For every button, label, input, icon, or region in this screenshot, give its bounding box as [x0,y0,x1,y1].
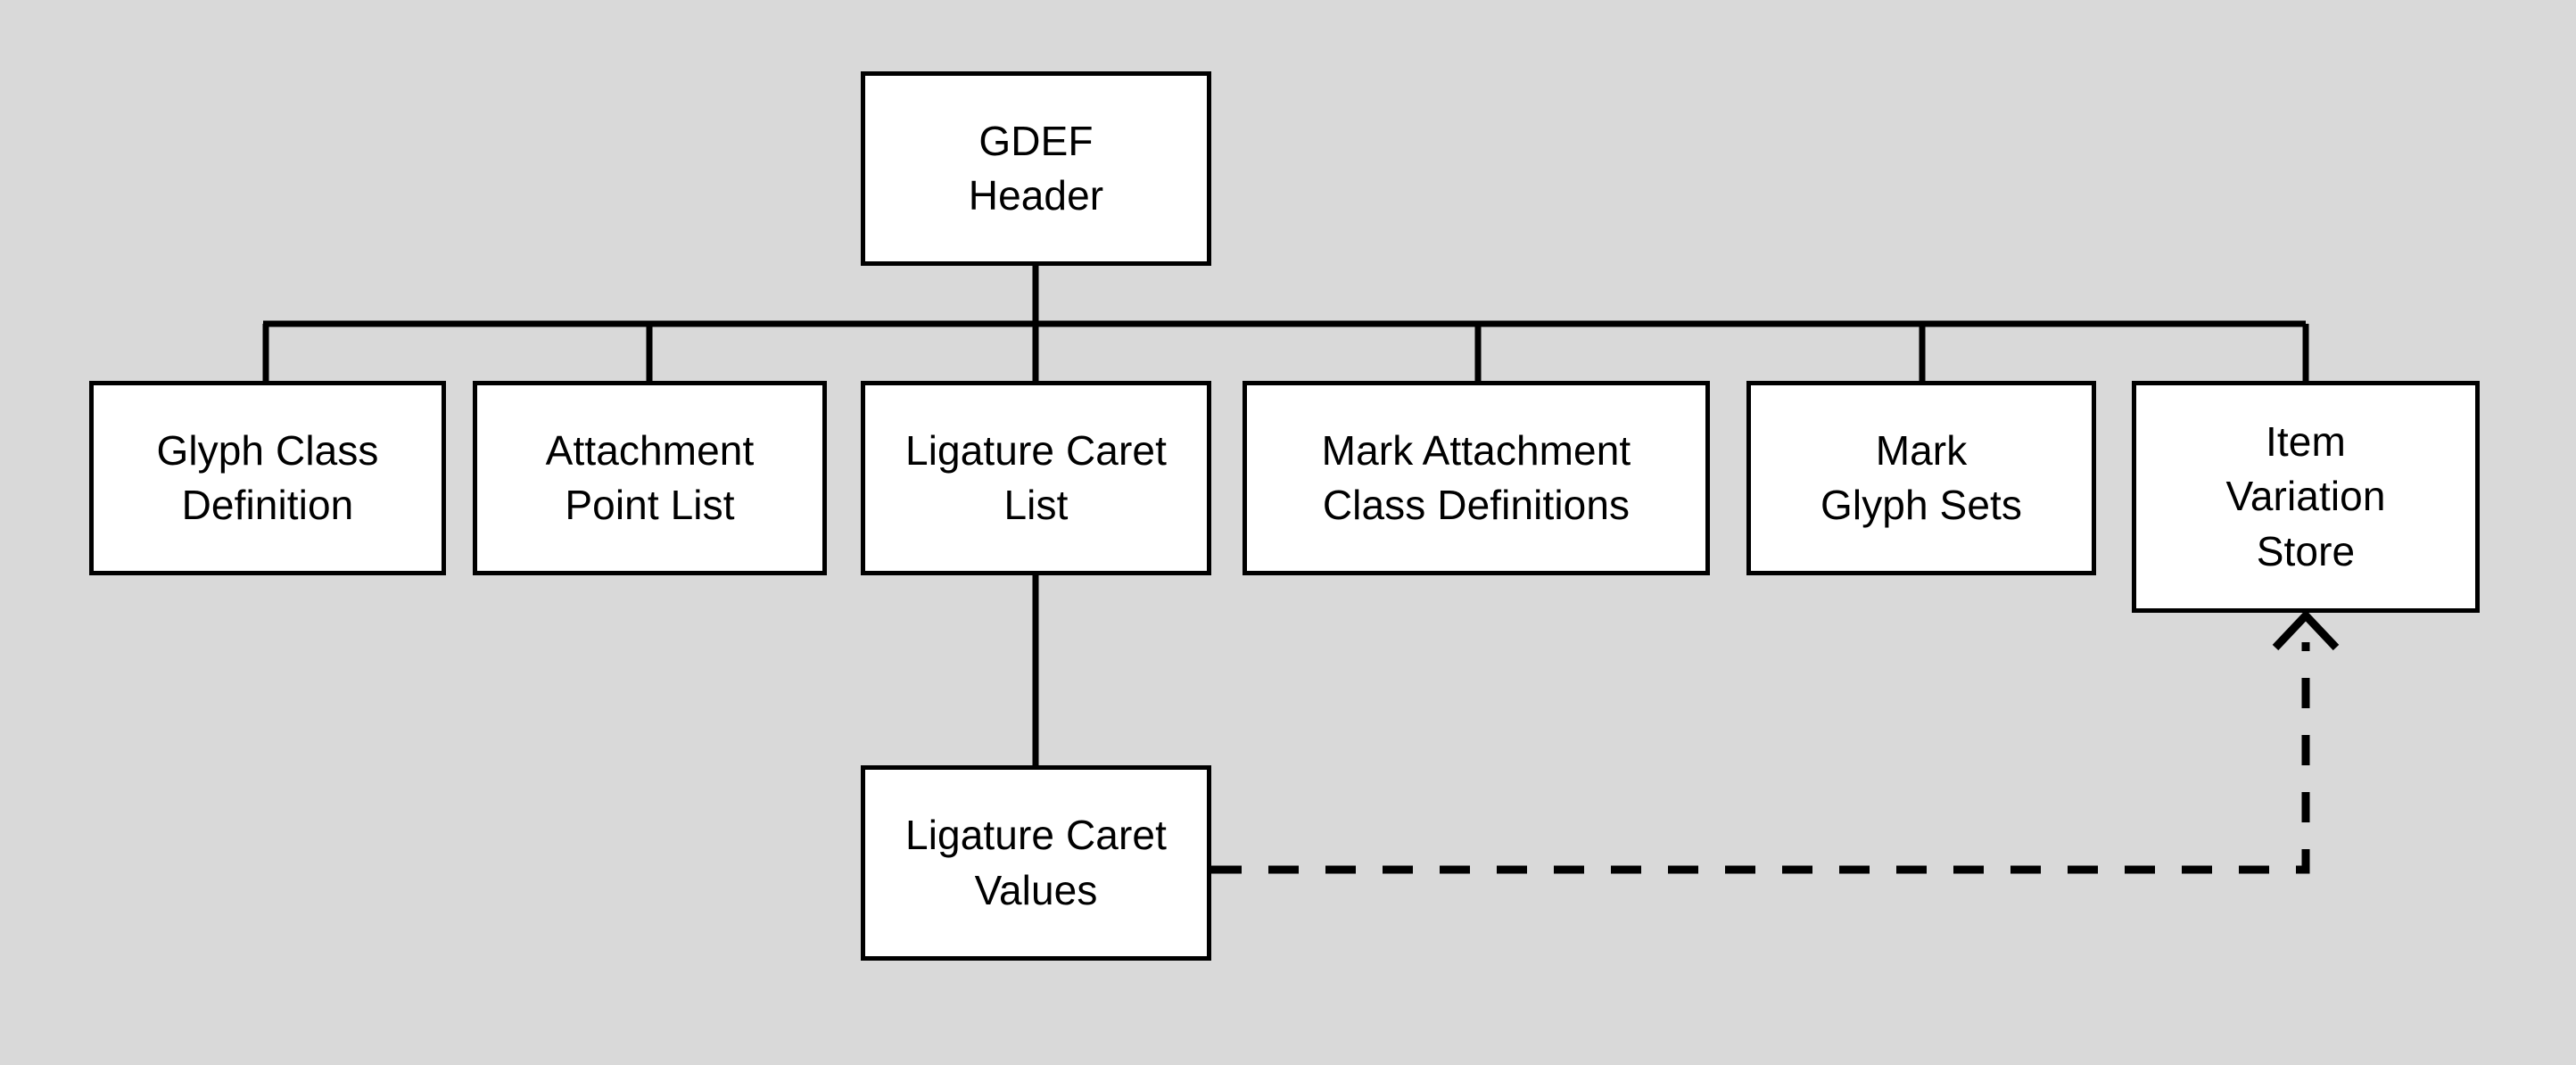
connector-dashed-values-to-item-variation-store [1211,642,2310,874]
node-ligature-caret-values[interactable]: Ligature Caret Values [861,765,1211,961]
node-gdef-header-label: GDEF Header [968,117,1104,219]
node-mark-glyph-sets-label: Mark Glyph Sets [1821,426,2022,528]
node-attachment-point-list[interactable]: Attachment Point List [473,381,827,575]
node-ligature-caret-list-label: Ligature Caret List [905,426,1167,528]
arrowhead-icon [2272,609,2340,651]
node-item-variation-store[interactable]: Item Variation Store [2132,381,2480,613]
node-ligature-caret-values-label: Ligature Caret Values [905,812,1167,913]
node-glyph-class-definition-label: Glyph Class Definition [156,426,379,528]
node-item-variation-store-label: Item Variation Store [2225,418,2386,574]
node-mark-glyph-sets[interactable]: Mark Glyph Sets [1746,381,2096,575]
node-mark-attachment-class-definitions[interactable]: Mark Attachment Class Definitions [1243,381,1710,575]
node-gdef-header[interactable]: GDEF Header [861,71,1211,266]
node-ligature-caret-list[interactable]: Ligature Caret List [861,381,1211,575]
node-attachment-point-list-label: Attachment Point List [545,426,755,528]
node-mark-attachment-class-definitions-label: Mark Attachment Class Definitions [1321,426,1631,528]
node-glyph-class-definition[interactable]: Glyph Class Definition [89,381,446,575]
